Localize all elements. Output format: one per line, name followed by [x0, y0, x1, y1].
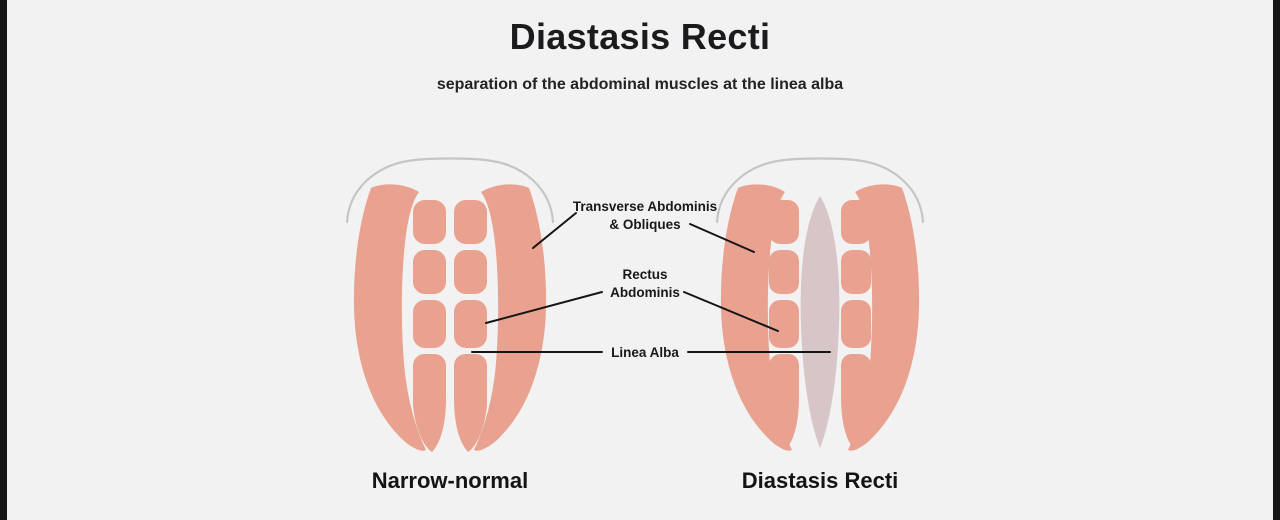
rectus-segment — [841, 300, 871, 348]
separation-gap — [800, 196, 840, 448]
page-subtitle: separation of the abdominal muscles at t… — [436, 76, 844, 93]
rectus-segment — [841, 200, 871, 244]
rectus-segment — [454, 250, 487, 294]
caption-narrow-normal: Narrow-normal — [371, 468, 529, 493]
rectus-segment — [454, 300, 487, 348]
label-transverse-abdominis-obliques: Transverse Abdominis & Obliques — [555, 198, 735, 234]
label-line-1: Transverse Abdominis — [572, 199, 718, 214]
left-oblique-muscle — [353, 184, 426, 451]
label-rectus-abdominis: Rectus Abdominis — [570, 266, 720, 302]
chest-outline — [715, 157, 925, 224]
label-line-1: Linea Alba — [611, 345, 679, 360]
caption-diastasis-recti: Diastasis Recti — [741, 468, 899, 493]
abdomen-normal-figure — [345, 157, 555, 452]
rectus-segment — [413, 250, 446, 294]
right-edge-bar — [1273, 0, 1280, 520]
label-linea-alba: Linea Alba — [570, 344, 720, 362]
abdomen-diastasis-figure — [715, 157, 925, 451]
label-line-2: Abdominis — [610, 285, 680, 301]
rectus-segment — [841, 354, 871, 448]
rectus-segment — [413, 354, 446, 452]
chest-outline — [345, 157, 555, 224]
right-oblique-muscle — [848, 184, 920, 451]
rectus-segment — [769, 300, 799, 348]
rectus-segment — [769, 250, 799, 294]
left-edge-bar — [0, 0, 7, 520]
page-title: Diastasis Recti — [509, 16, 771, 57]
rectus-segment — [841, 250, 871, 294]
rectus-segment — [769, 354, 799, 448]
rectus-segment — [769, 200, 799, 244]
label-line-2: & Obliques — [609, 217, 681, 233]
rectus-segment — [454, 200, 487, 244]
rectus-segment — [413, 200, 446, 244]
label-line-1: Rectus — [622, 267, 668, 282]
rectus-segment — [413, 300, 446, 348]
rectus-segment — [454, 354, 487, 452]
